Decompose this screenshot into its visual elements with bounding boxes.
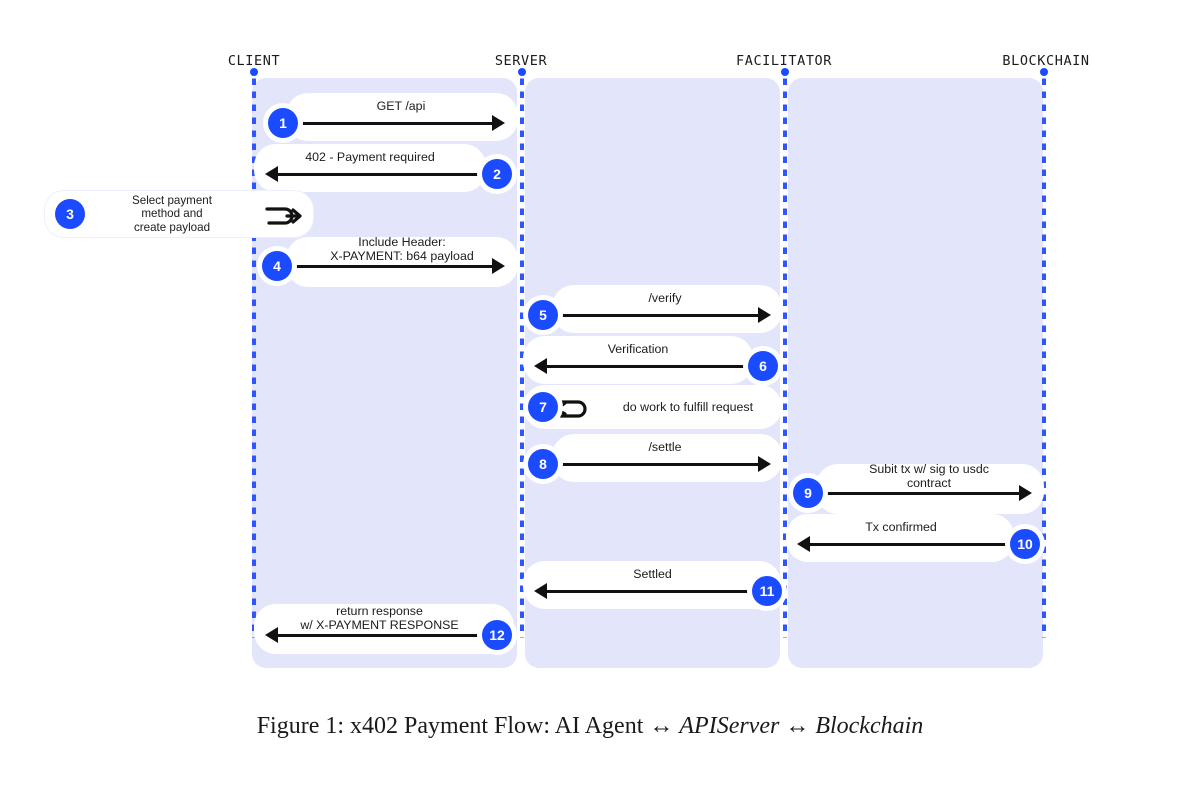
step-badge-8[interactable]: 8 xyxy=(528,449,558,479)
step-badge-9[interactable]: 9 xyxy=(793,478,823,508)
self-message-label: do work to fulfill request xyxy=(622,400,754,414)
message-label: GET /api xyxy=(376,99,426,113)
caption-arrow-1-icon: ↔ xyxy=(649,713,674,739)
message-pill xyxy=(786,514,1014,562)
step-badge-6[interactable]: 6 xyxy=(748,351,778,381)
step-badge-11[interactable]: 11 xyxy=(752,576,782,606)
self-message-3[interactable]: 3 Select payment method and create paylo… xyxy=(44,190,314,238)
actor-label-client: CLIENT xyxy=(227,53,281,69)
message-label: Include Header: X-PAYMENT: b64 payload xyxy=(330,235,474,263)
loop-arrow-right-icon xyxy=(259,199,303,229)
step-badge-2[interactable]: 2 xyxy=(482,159,512,189)
step-badge-7[interactable]: 7 xyxy=(528,392,558,422)
step-badge-4[interactable]: 4 xyxy=(262,251,292,281)
message-arrow-line xyxy=(809,543,1012,546)
lifeline-server xyxy=(520,78,524,638)
lifeline-facilitator xyxy=(783,78,787,638)
step-badge-5[interactable]: 5 xyxy=(528,300,558,330)
arrowhead-right-icon xyxy=(1019,485,1032,501)
message-arrow-line xyxy=(546,590,761,593)
message-pill xyxy=(816,464,1044,514)
message-label: Verification xyxy=(607,342,669,356)
step-badge-10[interactable]: 10 xyxy=(1010,529,1040,559)
caption-prefix: Figure 1: x402 Payment Flow: AI Agent xyxy=(256,713,650,739)
arrowhead-right-icon xyxy=(758,307,771,323)
lifeline-cap-client xyxy=(250,68,258,76)
figure-caption: Figure 1: x402 Payment Flow: AI Agent ↔ … xyxy=(0,713,1180,740)
self-message-label: Select payment method and create payload xyxy=(132,193,212,234)
arrowhead-right-icon xyxy=(758,456,771,472)
message-label: /verify xyxy=(648,291,682,305)
message-arrow-line xyxy=(277,173,485,176)
message-pill xyxy=(254,604,514,654)
message-label: 402 - Payment required xyxy=(305,150,435,164)
lifeline-cap-server xyxy=(518,68,526,76)
message-label: Settled xyxy=(633,567,672,581)
step-badge-1[interactable]: 1 xyxy=(268,108,298,138)
lifeline-cap-facilitator xyxy=(781,68,789,76)
actor-label-blockchain: BLOCKCHAIN xyxy=(1002,53,1090,69)
actor-label-server: SERVER xyxy=(494,53,548,69)
message-label: Subit tx w/ sig to usdc contract xyxy=(869,462,989,490)
message-arrow-line xyxy=(290,265,495,268)
message-pill xyxy=(523,336,753,384)
lifeline-blockchain xyxy=(1042,78,1046,638)
message-pill xyxy=(552,434,782,482)
caption-arrow-2-icon: ↔ xyxy=(785,713,810,739)
message-arrow-line xyxy=(820,492,1022,495)
message-arrow-line xyxy=(277,634,490,637)
message-label: Tx confirmed xyxy=(865,520,937,534)
message-pill xyxy=(523,561,781,609)
arrowhead-right-icon xyxy=(492,258,505,274)
step-badge-3[interactable]: 3 xyxy=(55,199,85,229)
message-pill xyxy=(552,285,782,333)
message-arrow-line xyxy=(557,314,761,317)
message-pill xyxy=(286,237,518,287)
step-badge-12[interactable]: 12 xyxy=(482,620,512,650)
message-pill xyxy=(254,144,486,192)
message-label: /settle xyxy=(648,440,682,454)
self-message-pill xyxy=(523,385,782,429)
message-arrow-line xyxy=(546,365,751,368)
lifeline-cap-blockchain xyxy=(1040,68,1048,76)
arrowhead-left-icon xyxy=(797,536,810,552)
arrowhead-left-icon xyxy=(534,358,547,374)
message-arrow-line xyxy=(557,463,761,466)
message-arrow-line xyxy=(290,122,495,125)
caption-blockchain: Blockchain xyxy=(815,713,924,739)
actor-label-facilitator: FACILITATOR xyxy=(735,53,833,69)
arrowhead-left-icon xyxy=(265,627,278,643)
message-pill xyxy=(286,93,518,141)
lifeline-client xyxy=(252,78,256,638)
message-label: return response w/ X-PAYMENT RESPONSE xyxy=(300,604,459,632)
caption-api-server: APIServer xyxy=(679,713,780,739)
arrowhead-left-icon xyxy=(534,583,547,599)
lane-facilitator-blockchain xyxy=(788,78,1043,668)
arrowhead-left-icon xyxy=(265,166,278,182)
arrowhead-right-icon xyxy=(492,115,505,131)
